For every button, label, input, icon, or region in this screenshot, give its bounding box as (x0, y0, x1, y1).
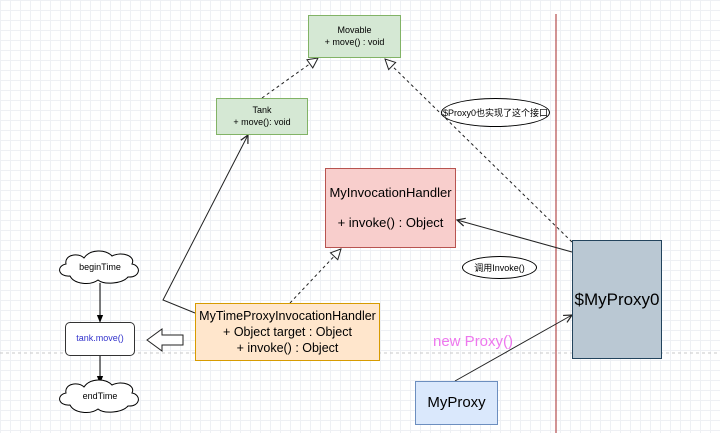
proxy0-implements-note: $Proxy0也实现了这个接口 (441, 98, 550, 127)
proxy0-class[interactable]: $MyProxy0 (572, 240, 662, 359)
movable-interface[interactable]: Movable + move() : void (308, 15, 401, 58)
tank-title: Tank (252, 105, 272, 116)
myproxy-title: MyProxy (427, 393, 486, 411)
handler-title: MyInvocationHandler (329, 184, 452, 200)
end-time-label: endTime (82, 391, 118, 401)
time-handler-field: + Object target : Object (223, 324, 352, 339)
invocation-handler-interface[interactable]: MyInvocationHandler + invoke() : Object (325, 168, 456, 248)
edge-myproxy-proxy0 (454, 315, 572, 382)
edge-timehandler-handler (289, 249, 341, 304)
edge-proxy0-movable (385, 59, 573, 243)
myproxy-class[interactable]: MyProxy (415, 381, 498, 425)
tank-move-step[interactable]: tank.move() (65, 322, 135, 356)
edge-timehandler-tank (162, 135, 248, 314)
begin-time-label: beginTime (79, 262, 121, 272)
proxy0-title: $MyProxy0 (574, 289, 660, 309)
time-handler-method: + invoke() : Object (236, 341, 339, 356)
tank-method: + move(): void (233, 116, 291, 127)
calls-invoke-text: 调用Invoke() (474, 263, 525, 273)
movable-method: + move() : void (324, 36, 385, 47)
calls-invoke-note: 调用Invoke() (462, 256, 537, 279)
block-arrow-icon (146, 328, 184, 352)
time-handler-title: MyTimeProxyInvocationHandler (199, 308, 376, 323)
cloud-end-time-shape (59, 379, 139, 413)
tank-class[interactable]: Tank + move(): void (216, 98, 308, 135)
time-proxy-handler-class[interactable]: MyTimeProxyInvocationHandler + Object ta… (195, 303, 380, 361)
tank-move-label: tank.move() (76, 333, 124, 344)
proxy0-implements-text: $Proxy0也实现了这个接口 (442, 108, 549, 118)
edge-proxy0-handler (457, 220, 573, 253)
new-proxy-label: new Proxy() (433, 333, 514, 350)
cloud-begin-time-shape (59, 250, 139, 284)
handler-method: + invoke() : Object (337, 215, 444, 230)
movable-title: Movable (337, 25, 372, 36)
edge-tank-movable (261, 58, 318, 99)
